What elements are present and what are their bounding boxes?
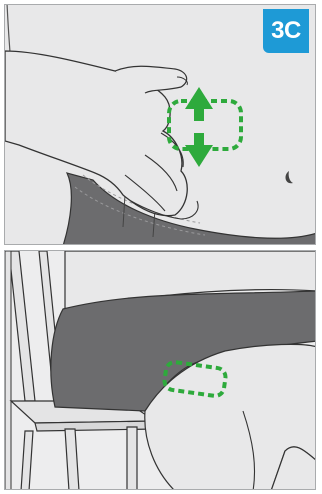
thigh-illustration [5, 251, 316, 490]
chair-leg-2 [127, 427, 137, 490]
thigh-panel [4, 250, 316, 490]
step-badge: 3C [263, 9, 309, 53]
chair-back-post-3 [5, 251, 11, 490]
abdomen-panel: 3C [4, 4, 316, 245]
